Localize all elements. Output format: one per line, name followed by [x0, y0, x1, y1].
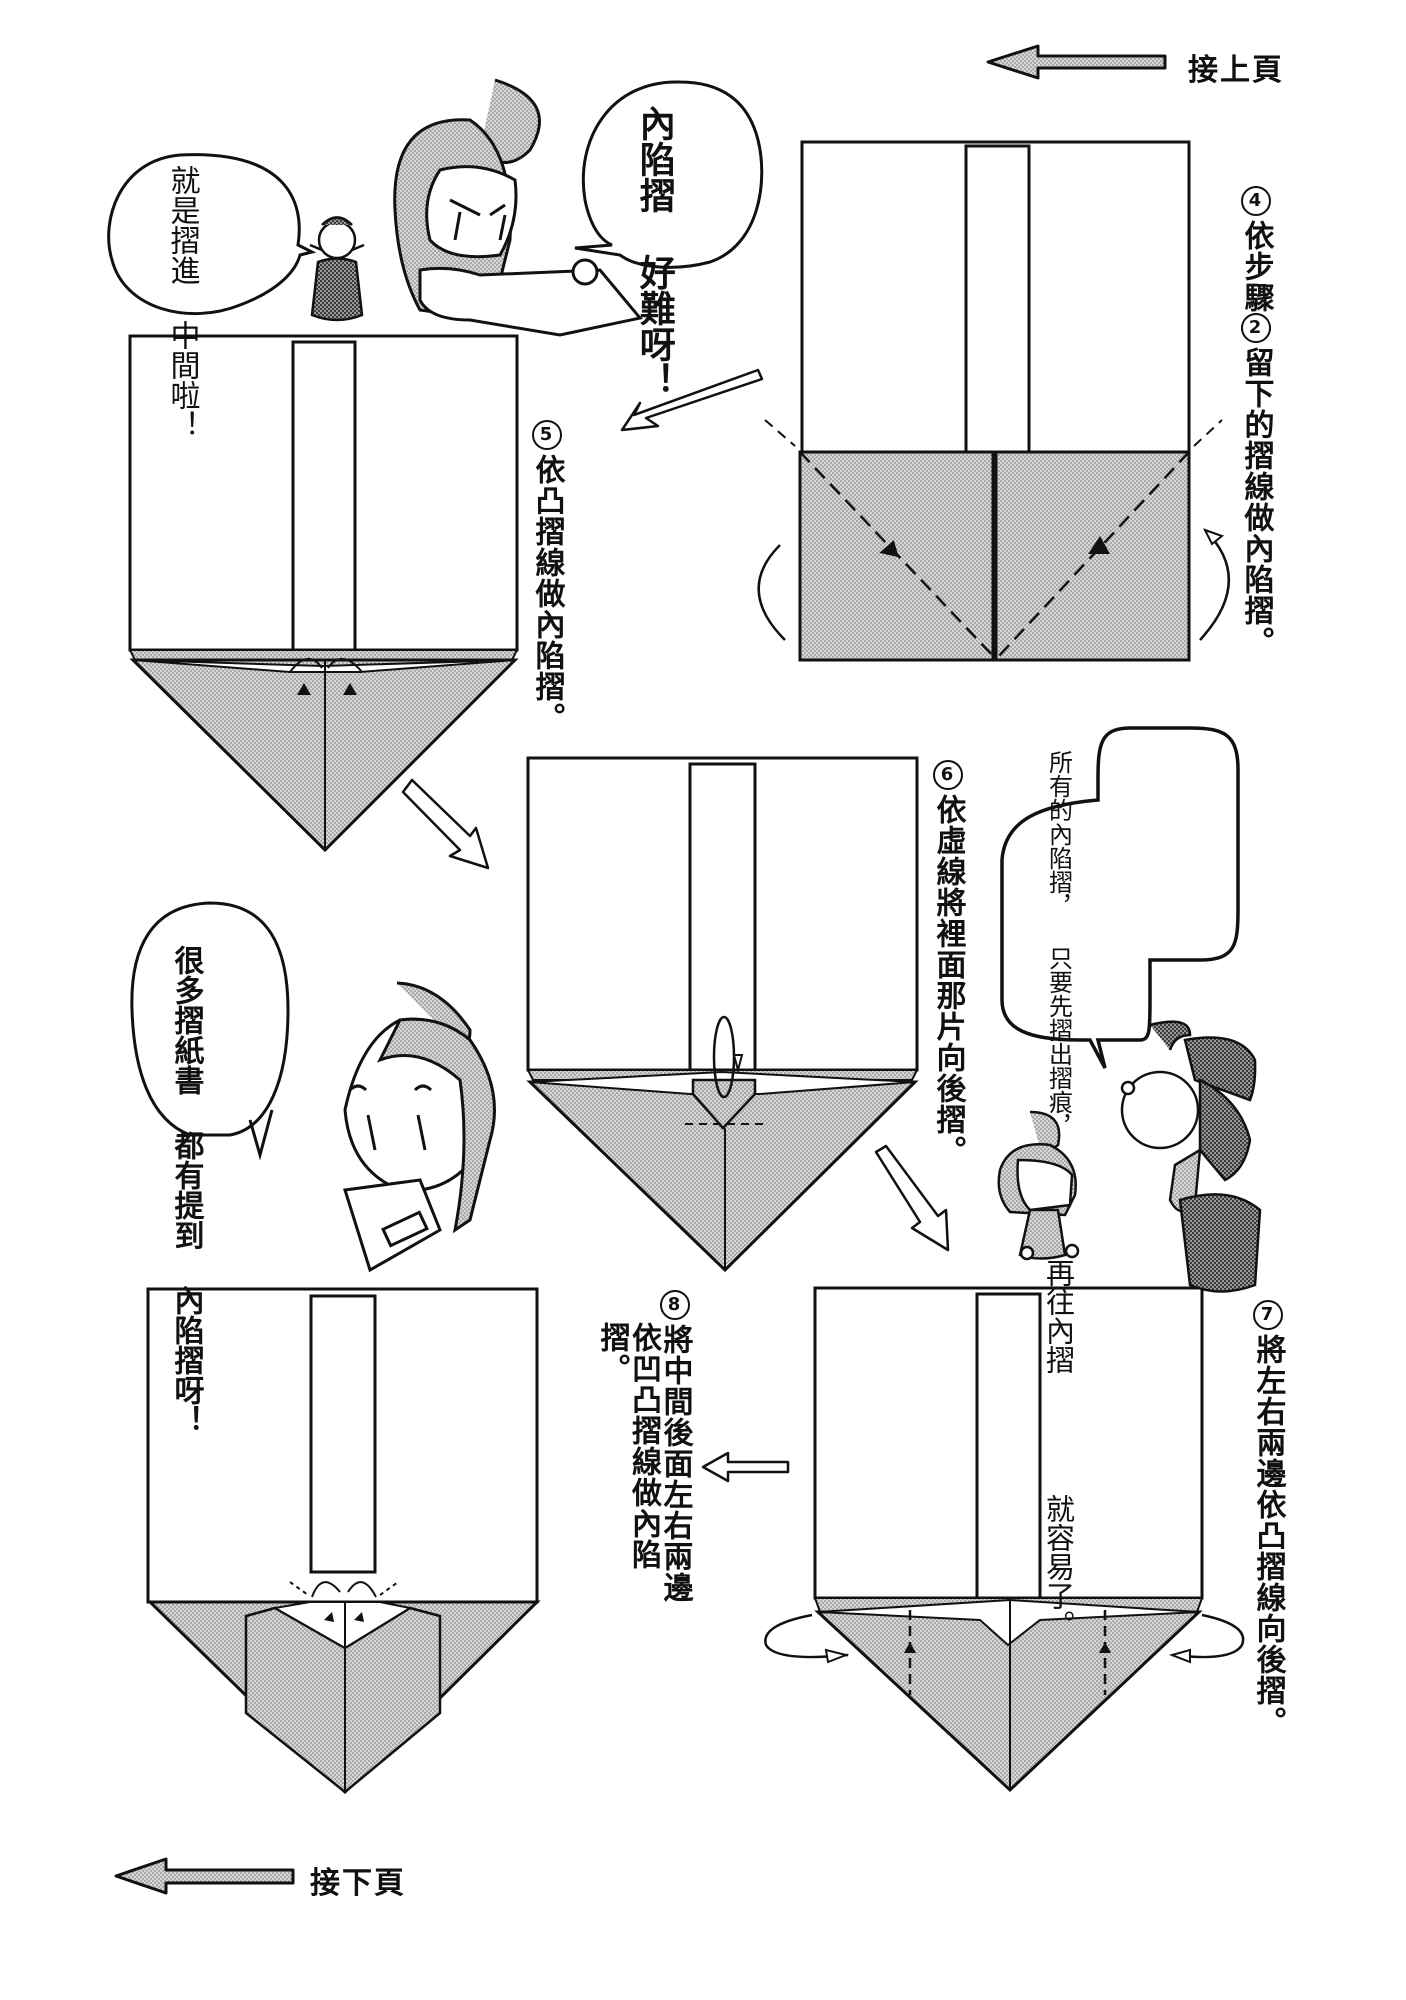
step-4-text-part1: 依步驟	[1238, 220, 1274, 313]
step-7-diagram	[764, 1286, 1245, 1793]
step-8-diagram	[146, 1287, 541, 1795]
next-page-arrow-icon	[114, 1857, 295, 1895]
prev-page-label: 接上頁	[1188, 53, 1284, 88]
step-6-number-badge: 6	[932, 760, 963, 790]
flow-arrow-6-to-7-icon	[874, 1144, 950, 1252]
step-6-diagram	[526, 756, 919, 1273]
step-7-instruction: 7 將左右兩邊依凸摺線向後摺。	[1250, 1300, 1286, 1737]
small-doll-character	[309, 216, 365, 322]
step-4-instruction: 4 依步驟2 留下的摺線做內陷摺。	[1238, 186, 1274, 657]
step-7-number-badge: 7	[1252, 1300, 1283, 1330]
step-5-number-badge: 5	[531, 420, 562, 450]
book-reading-girl-character	[343, 981, 496, 1273]
bubble-advice-col2: 只要先摺出摺痕，	[1044, 946, 1073, 1138]
bubble-frustrated-char-text: 內陷摺 好難呀！	[625, 105, 675, 398]
flow-arrow-5-to-6-icon	[401, 778, 490, 870]
bubble-advice-col1: 所有的內陷摺，	[1044, 750, 1073, 918]
bubble-advice-text: 所有的內陷摺， 只要先摺出摺痕， 再往內摺 就容易了。	[1025, 750, 1076, 1639]
bubble-small-char-col1: 就是摺進	[164, 165, 200, 285]
step-4-text-part2: 留下的摺線做內陷摺。	[1238, 347, 1274, 657]
step-2-reference-badge: 2	[1240, 313, 1271, 343]
step-8-col-2: 依凹凸摺線做內陷摺。	[594, 1322, 662, 1610]
step-8-instruction: 8 將中間後面左右兩邊 依凹凸摺線做內陷摺。	[594, 1290, 693, 1610]
bubble-book-col2: 都有提到	[168, 1130, 204, 1250]
next-page-label: 接下頁	[310, 1866, 406, 1901]
frustrated-girl-character	[393, 78, 643, 337]
bubble-book-col1: 很多摺紙書	[168, 945, 204, 1095]
speech-bubble-frustrated-char	[574, 80, 764, 269]
step-8-text-col2: 依凹凸摺線做內陷摺。	[594, 1322, 662, 1570]
prev-page-arrow-icon	[986, 44, 1167, 80]
bubble-frustrated-col1: 內陷摺	[633, 105, 675, 213]
bubble-small-char-text: 就是摺進 中間啦！	[158, 165, 200, 440]
step-6-instruction: 6 依虛線將裡面那片向後摺。	[930, 760, 966, 1166]
step-7-text: 將左右兩邊依凸摺線向後摺。	[1250, 1334, 1286, 1737]
bubble-frustrated-col2: 好難呀！	[633, 254, 675, 398]
step-5-text: 依凸摺線做內陷摺。	[529, 454, 565, 733]
bubble-small-char-col2: 中間啦！	[164, 320, 200, 440]
step-8-col-1: 8 將中間後面左右兩邊	[657, 1290, 693, 1603]
flow-arrow-4-to-5-icon	[620, 368, 764, 432]
bubble-advice-col3: 再往內摺	[1041, 1258, 1076, 1374]
speech-bubble-advice	[1000, 726, 1240, 1069]
step-8-number-badge: 8	[659, 1290, 690, 1320]
bubble-book-col3: 內陷摺呀！	[168, 1285, 204, 1435]
sitting-girl-character	[997, 1110, 1080, 1261]
speech-bubble-small-char	[107, 153, 317, 316]
princess-doll-character	[1120, 1020, 1262, 1293]
step-5-diagram	[128, 334, 519, 853]
flow-arrow-7-to-8-icon	[701, 1451, 790, 1483]
speech-bubble-book-char	[130, 901, 290, 1161]
step-4-number-badge: 4	[1240, 186, 1271, 216]
step-8-text-col1: 將中間後面左右兩邊	[657, 1324, 693, 1603]
step-5-instruction: 5 依凸摺線做內陷摺。	[529, 420, 565, 733]
step-6-text: 依虛線將裡面那片向後摺。	[930, 794, 966, 1166]
bubble-advice-col4: 就容易了。	[1041, 1494, 1076, 1639]
step-4-diagram	[757, 140, 1230, 662]
bubble-book-char-text: 很多摺紙書 都有提到 內陷摺呀！	[160, 945, 204, 1435]
